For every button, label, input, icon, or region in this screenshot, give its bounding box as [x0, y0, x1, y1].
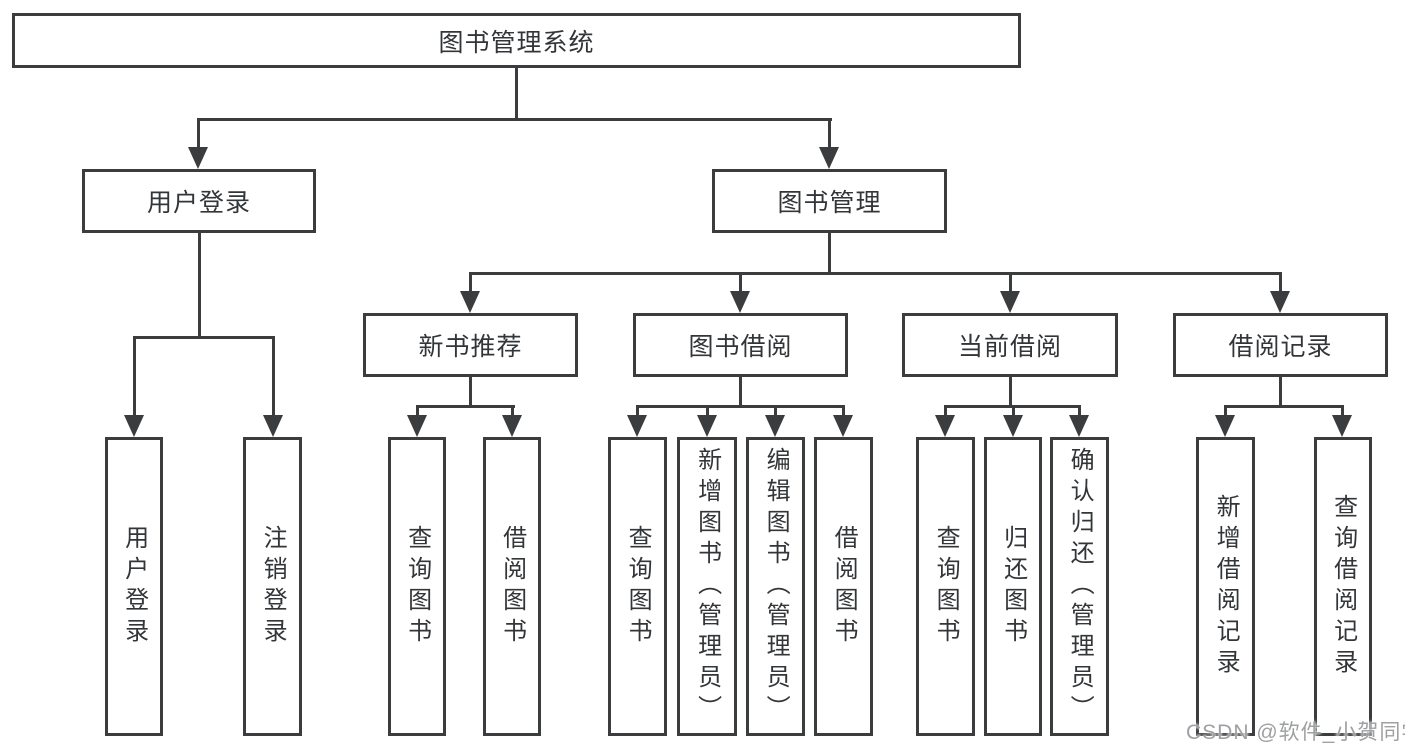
leaf-query-borrow-record: 查询借阅记录 [1314, 437, 1372, 736]
connector-drop [636, 405, 639, 421]
leaf-add-book-admin: 新增图书（管理员） [677, 437, 737, 736]
leaf-borrow-books-2: 借阅图书 [814, 437, 873, 736]
arrowhead-down-icon [730, 291, 750, 313]
leaf-query-books-3: 查询图书 [916, 437, 975, 736]
leaf-label: 用户登录 [120, 524, 148, 649]
leaf-label: 新增借阅记录 [1212, 493, 1240, 680]
connector-stem [1279, 376, 1282, 408]
arrowhead-down-icon [1332, 415, 1352, 437]
node-new-book-recommend: 新书推荐 [363, 313, 578, 377]
connector-book-mgmt-stem [828, 233, 831, 275]
node-user-login: 用户登录 [82, 169, 316, 233]
arrowhead-down-icon [833, 415, 853, 437]
connector-drop [1009, 272, 1012, 295]
arrowhead-down-icon [697, 415, 717, 437]
node-borrow-records: 借阅记录 [1173, 313, 1388, 377]
leaf-label: 查询图书 [932, 524, 960, 649]
connector-drop [1341, 405, 1344, 421]
arrowhead-down-icon [124, 415, 144, 437]
arrowhead-down-icon [819, 147, 839, 169]
node-book-borrow: 图书借阅 [633, 313, 848, 377]
connector-root-stem [515, 66, 518, 121]
leaf-label: 查询图书 [403, 524, 431, 649]
arrowhead-down-icon [188, 147, 208, 169]
connector-user-login-stem [198, 233, 201, 339]
arrowhead-down-icon [1000, 291, 1020, 313]
leaf-label: 新增图书（管理员） [693, 447, 721, 726]
connector-drop [1279, 272, 1282, 295]
node-current-borrow: 当前借阅 [902, 313, 1118, 377]
arrowhead-down-icon [627, 415, 647, 437]
connector-drop [416, 405, 419, 421]
connector-drop [944, 405, 947, 421]
connector-drop [469, 272, 472, 295]
arrowhead-down-icon [1003, 415, 1023, 437]
connector-stem [739, 376, 742, 408]
node-book-management: 图书管理 [712, 169, 947, 233]
leaf-label: 查询借阅记录 [1329, 493, 1357, 680]
connector-hline [636, 405, 845, 408]
connector-drop [133, 336, 136, 419]
connector-drop [828, 118, 831, 151]
leaf-label: 查询图书 [624, 524, 652, 649]
node-root: 图书管理系统 [12, 13, 1021, 68]
leaf-add-borrow-record: 新增借阅记录 [1196, 437, 1255, 736]
node-label: 当前借阅 [957, 333, 1062, 361]
leaf-label: 借阅图书 [830, 524, 858, 649]
leaf-label: 编辑图书（管理员） [762, 447, 790, 726]
leaf-label: 借阅图书 [498, 524, 526, 649]
leaf-return-book: 归还图书 [984, 437, 1042, 736]
connector-stem [469, 376, 472, 408]
leaf-label: 注销登录 [259, 524, 287, 649]
connector-level1-hline [197, 118, 832, 121]
leaf-query-books-2: 查询图书 [608, 437, 667, 736]
node-label: 新书推荐 [418, 333, 523, 361]
connector-drop [511, 405, 514, 421]
leaf-query-books-1: 查询图书 [388, 437, 446, 736]
node-label: 借阅记录 [1228, 333, 1333, 361]
connector-drop [706, 405, 709, 421]
node-label: 用户登录 [146, 189, 251, 217]
connector-drop [1224, 405, 1227, 421]
connector-drop [1012, 405, 1015, 421]
connector-hline [416, 405, 515, 408]
arrowhead-down-icon [407, 415, 427, 437]
connector-drop [774, 405, 777, 421]
arrowhead-down-icon [263, 415, 283, 437]
leaf-confirm-return-admin: 确认归还（管理员） [1050, 437, 1109, 736]
leaf-borrow-books-1: 借阅图书 [483, 437, 541, 736]
connector-stem [1009, 376, 1012, 408]
arrowhead-down-icon [1069, 415, 1089, 437]
leaf-label: 确认归还（管理员） [1066, 447, 1094, 726]
leaf-user-login: 用户登录 [105, 437, 163, 736]
arrowhead-down-icon [1270, 291, 1290, 313]
connector-user-login-hline [133, 336, 275, 339]
leaf-logout: 注销登录 [243, 437, 302, 736]
connector-drop [197, 118, 200, 151]
leaf-edit-book-admin: 编辑图书（管理员） [746, 437, 805, 736]
connector-drop [739, 272, 742, 295]
arrowhead-down-icon [935, 415, 955, 437]
connector-drop [272, 336, 275, 419]
arrowhead-down-icon [765, 415, 785, 437]
arrowhead-down-icon [1215, 415, 1235, 437]
connector-drop [842, 405, 845, 421]
leaf-label: 归还图书 [999, 524, 1027, 649]
arrowhead-down-icon [460, 291, 480, 313]
connector-drop [1078, 405, 1081, 421]
arrowhead-down-icon [502, 415, 522, 437]
csdn-watermark: CSDN @软件_小贺同学 [1186, 721, 1405, 744]
node-label: 图书借阅 [688, 333, 793, 361]
connector-hline [1224, 405, 1343, 408]
connector-level3-hline [469, 272, 1282, 275]
node-root-label: 图书管理系统 [438, 28, 595, 57]
node-label: 图书管理 [777, 189, 882, 217]
